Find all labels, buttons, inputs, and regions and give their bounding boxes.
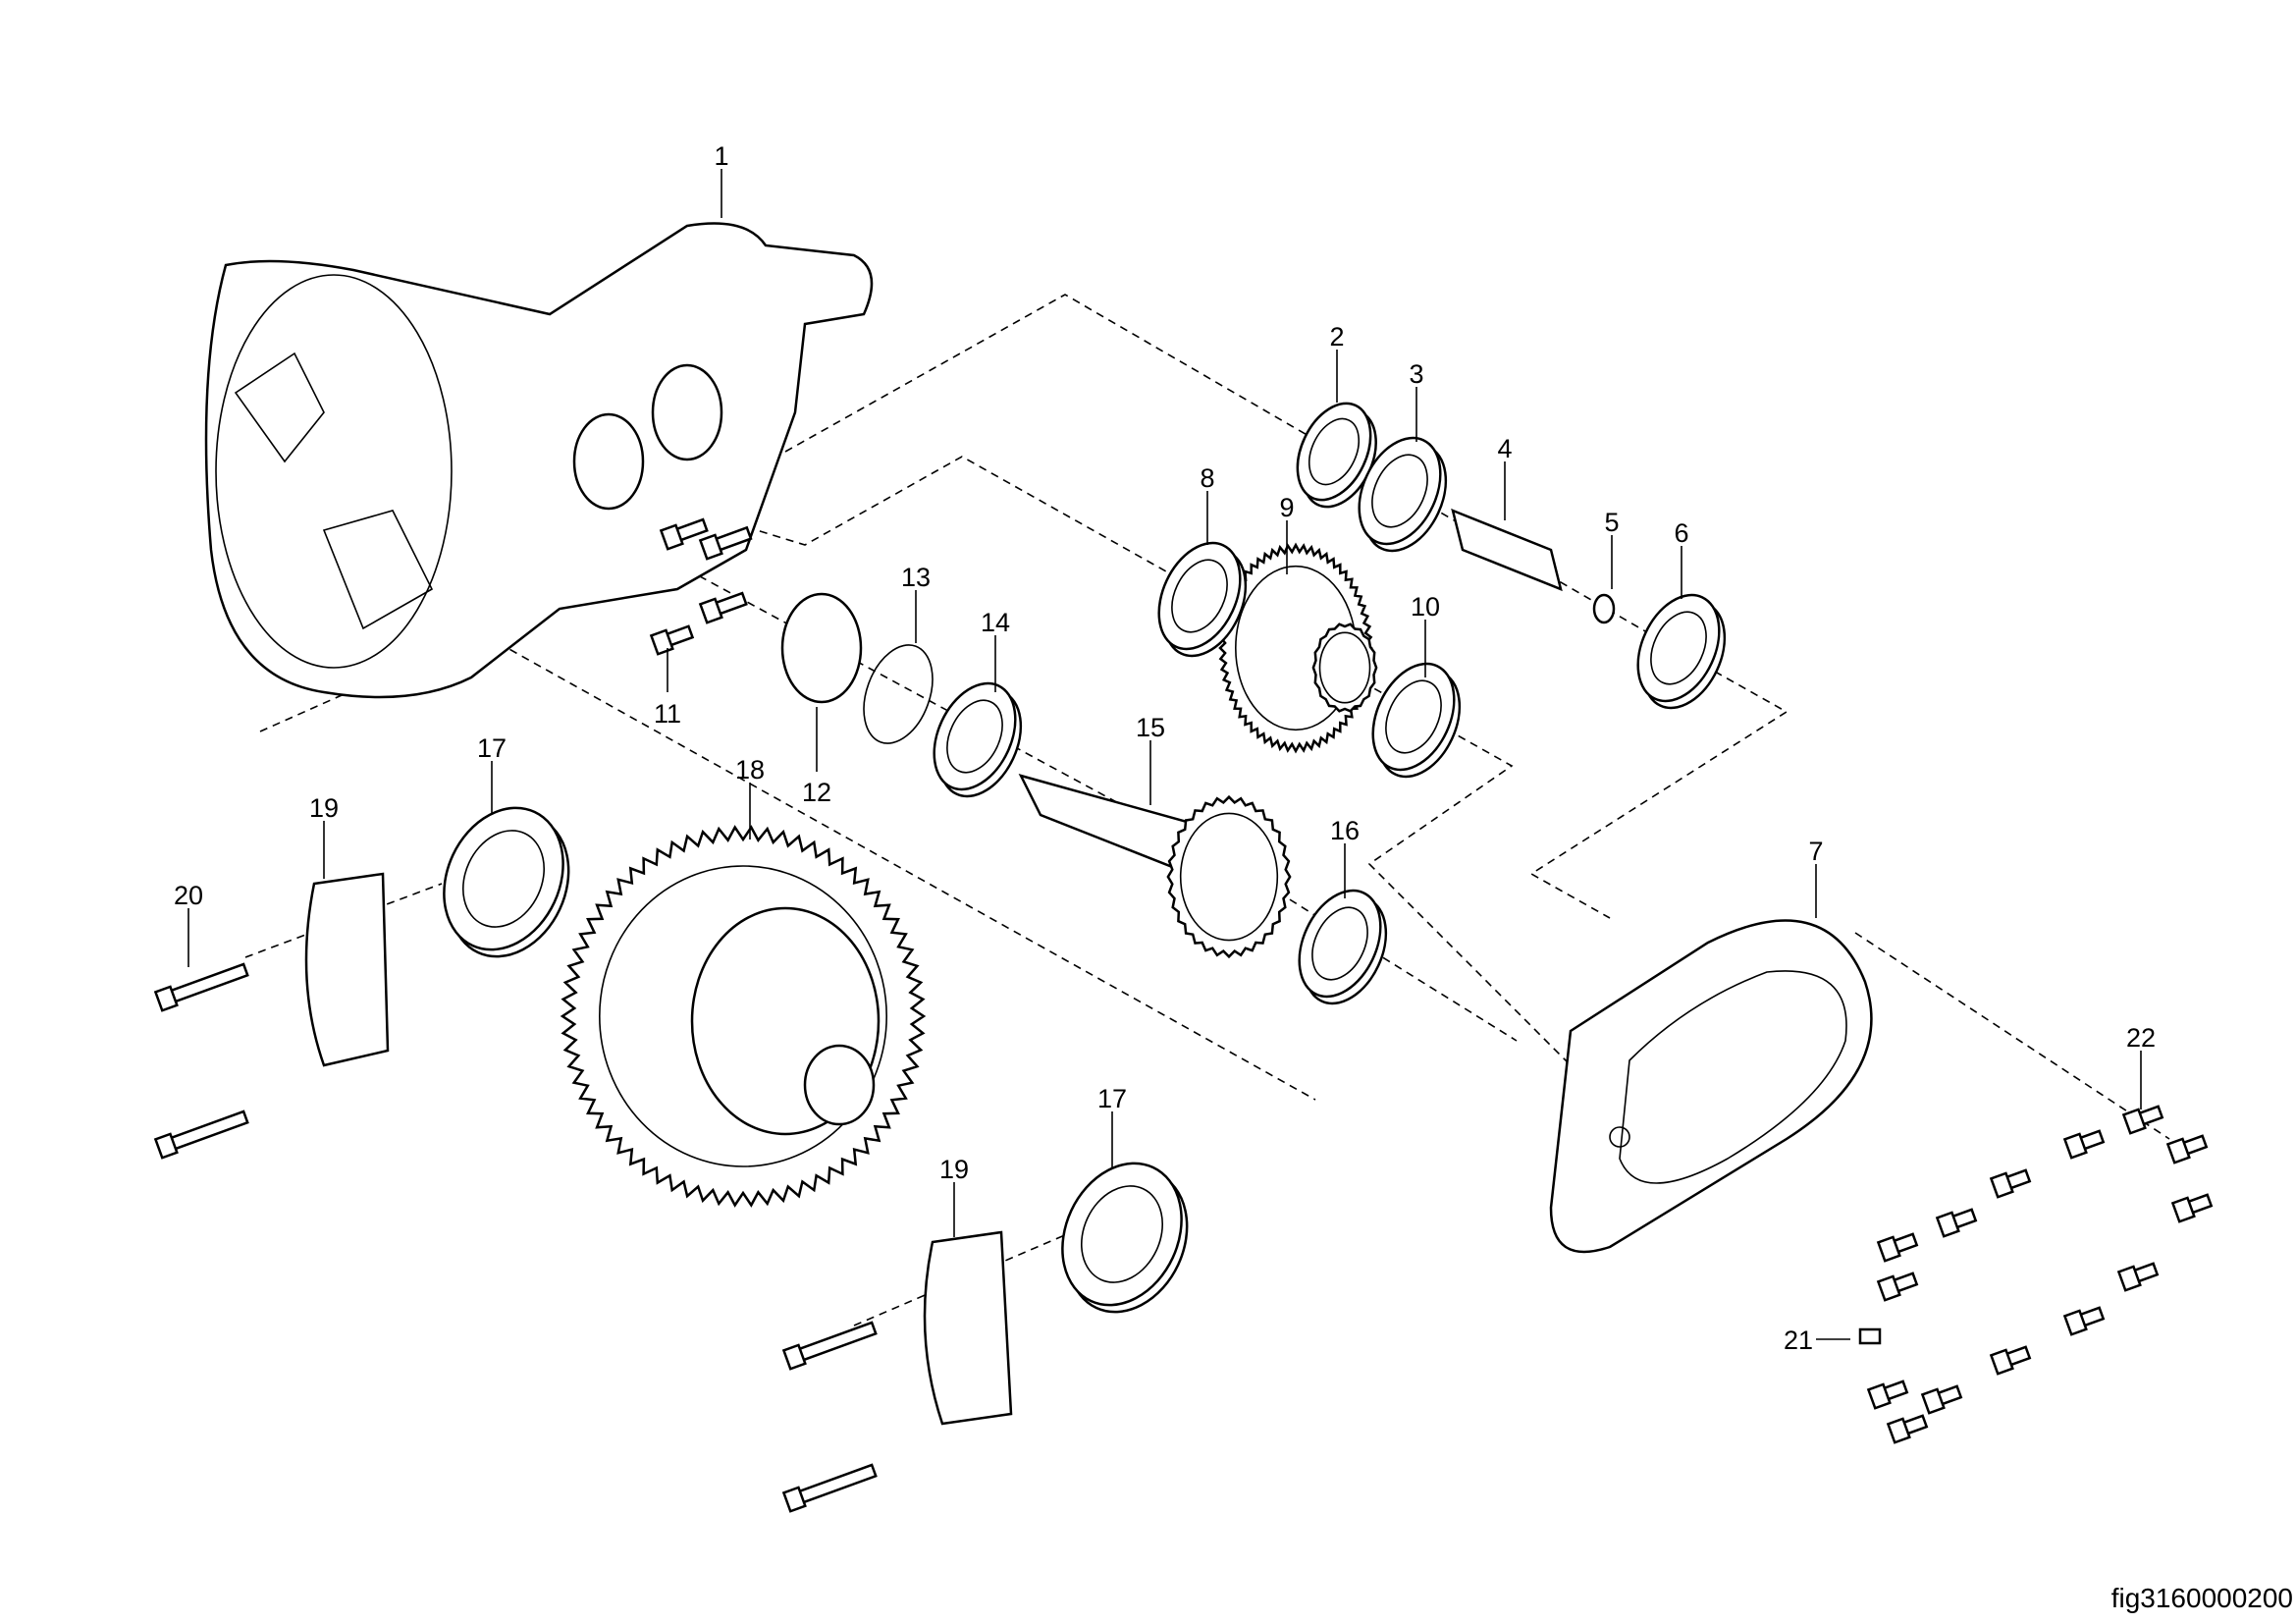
callout-4: 4 (1497, 434, 1512, 463)
intermediate-pinion (1311, 623, 1378, 713)
callout-5: 5 (1604, 508, 1619, 537)
bearing-14 (933, 681, 1017, 791)
cap-screw-22 (2062, 1132, 2088, 1160)
bearing-10 (1385, 679, 1442, 754)
callout-16: 16 (1330, 816, 1360, 845)
bearing-cap-19 (304, 872, 390, 1067)
callout-2: 2 (1329, 322, 1344, 352)
bearing-14 (946, 699, 1003, 774)
bearing-16 (1298, 889, 1382, 999)
callout-19: 19 (309, 793, 339, 823)
cap-screw-22 (1876, 1274, 1901, 1302)
cap-screw-22 (1935, 1211, 1960, 1238)
bolt-20 (153, 1132, 179, 1160)
callout-18: 18 (735, 755, 765, 785)
bearing-cap-19 (923, 1230, 1013, 1426)
bearing-8 (1171, 559, 1228, 633)
bearing-10 (1371, 662, 1456, 772)
bolt-11 (659, 523, 684, 551)
cap-screw-22 (2116, 1265, 2142, 1292)
pinion-gear-15 (1179, 812, 1279, 942)
cap-screw-22 (2165, 1137, 2191, 1164)
bolt (796, 1463, 878, 1505)
bearing-3 (1371, 454, 1428, 528)
o-ring-13 (863, 644, 934, 744)
bearing-6 (1650, 611, 1707, 685)
bolt (796, 1321, 878, 1363)
cap-screw-22 (1866, 1382, 1892, 1410)
bolt-11 (698, 533, 723, 561)
gearbox-cover (1549, 919, 1873, 1254)
bearing-17 (1061, 1162, 1183, 1307)
cap-screw-22 (2170, 1196, 2196, 1223)
cap-screw-22 (1876, 1235, 1901, 1263)
bolt (781, 1486, 807, 1513)
bolt-20 (168, 1110, 249, 1152)
callout-3: 3 (1409, 359, 1423, 389)
cap-screw-22 (2062, 1309, 2088, 1336)
callout-10: 10 (1411, 592, 1440, 622)
dowel-pin-21 (1858, 1327, 1882, 1345)
bolt-11 (698, 597, 723, 624)
oil-seal-2 (1296, 402, 1372, 502)
bearing-17 (443, 806, 564, 951)
callout-11: 11 (654, 699, 681, 729)
figure-id: fig3160000200 (2111, 1583, 2293, 1613)
differential-hub (803, 1044, 876, 1126)
pinion-gear-15 (1166, 794, 1292, 959)
callout-9: 9 (1279, 493, 1294, 522)
callout-15: 15 (1136, 713, 1165, 742)
callout-7: 7 (1808, 837, 1823, 866)
cap-screw-22 (1989, 1348, 2014, 1376)
bolt-20 (168, 962, 249, 1004)
callout-8: 8 (1200, 463, 1214, 493)
parts-group (153, 402, 2214, 1513)
callout-13: 13 (901, 563, 931, 592)
callout-22: 22 (2126, 1023, 2156, 1053)
callout-19: 19 (939, 1155, 969, 1184)
spacer-ring-5 (1592, 593, 1616, 624)
bearing-6 (1636, 593, 1721, 703)
bearing-17 (1080, 1185, 1164, 1283)
bearing-17 (461, 830, 546, 928)
callout-6: 6 (1674, 518, 1688, 548)
differential-ring-gear-18 (598, 865, 887, 1167)
callout-1: 1 (714, 141, 728, 171)
bolt-20 (153, 985, 179, 1012)
transmission-housing (204, 222, 874, 1033)
intermediate-pinion (1318, 631, 1371, 704)
cap-screw-22 (1886, 1417, 1911, 1444)
callout-labels: 1 2 3 4 5 6 7 8 9 10 11 12 13 14 15 16 1… (174, 141, 2156, 1355)
input-shaft-4 (1451, 508, 1563, 592)
callout-20: 20 (174, 881, 203, 910)
bolt (781, 1343, 807, 1371)
cap-screw-22 (2121, 1108, 2147, 1135)
cap-screw-22 (1920, 1387, 1946, 1415)
leader-lines (187, 169, 2142, 1340)
bearing-retainer-12 (780, 592, 863, 704)
bearing-16 (1311, 906, 1368, 981)
callout-17: 17 (477, 733, 507, 763)
bearing-8 (1157, 541, 1242, 651)
callout-21: 21 (1784, 1326, 1813, 1355)
bearing-3 (1358, 436, 1442, 546)
oil-seal-2 (1308, 417, 1361, 486)
cap-screw-22 (1989, 1171, 2014, 1199)
callout-12: 12 (802, 778, 831, 807)
callout-14: 14 (981, 608, 1010, 637)
callout-17: 17 (1097, 1084, 1127, 1113)
